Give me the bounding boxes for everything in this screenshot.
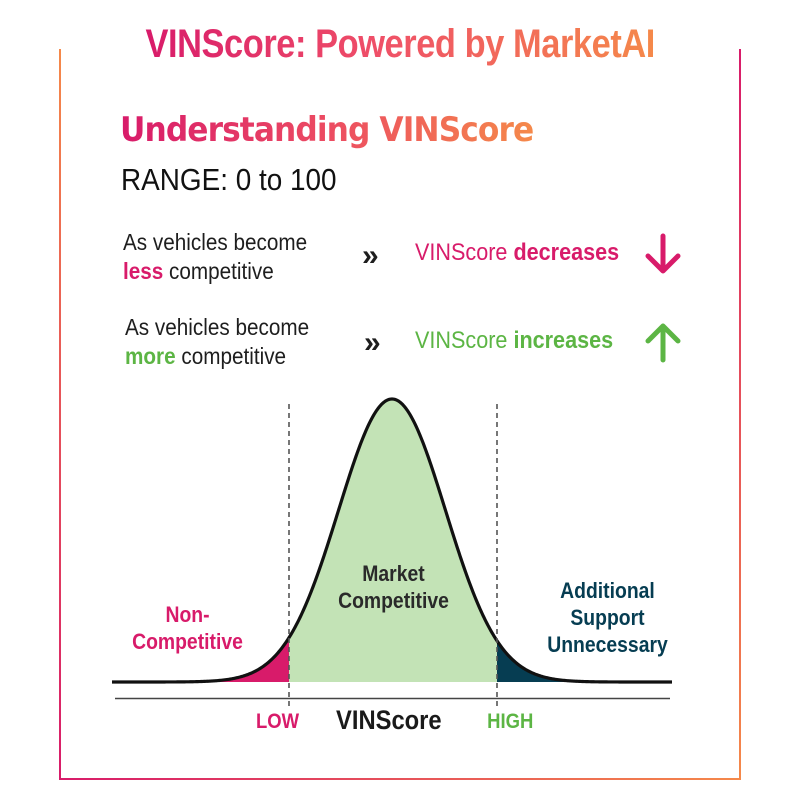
range-text: RANGE: 0 to 100 xyxy=(121,162,337,197)
rule-line1: As vehicles become xyxy=(125,314,310,340)
region-label-additional-support: Additional Support Unnecessary xyxy=(531,577,685,658)
bell-curve-line xyxy=(111,397,673,684)
result-prefix: VINScore xyxy=(415,327,514,354)
double-chevron-icon: » xyxy=(362,239,379,272)
section-heading: Understanding VINScore xyxy=(120,110,534,150)
region-additional-support-unnecessary xyxy=(497,640,610,682)
label-line: Competitive xyxy=(132,629,243,654)
rule-line2-rest: competitive xyxy=(163,258,274,284)
label-line: Non- xyxy=(165,602,210,627)
rule-line2-rest: competitive xyxy=(175,343,287,369)
rule-keyword-less: less xyxy=(123,258,164,284)
result-keyword: increases xyxy=(513,327,614,354)
label-line: Unnecessary xyxy=(547,632,668,657)
rule-line1: As vehicles become xyxy=(123,229,308,255)
rule-line2: more competitive xyxy=(125,342,309,371)
rule-less-description: As vehicles become less competitive xyxy=(123,228,307,286)
label-line: Market xyxy=(362,561,425,586)
rule-keyword-more: more xyxy=(125,343,176,369)
rule-line2: less competitive xyxy=(123,257,307,286)
region-non-competitive xyxy=(180,637,289,682)
double-chevron-icon: » xyxy=(364,326,381,359)
axis-low-label: LOW xyxy=(255,710,300,733)
rule-result-decreases: VINScore decreases xyxy=(415,238,619,268)
result-prefix: VINScore xyxy=(415,239,514,266)
rule-more-description: As vehicles become more competitive xyxy=(125,313,309,371)
label-line: Additional xyxy=(560,578,655,603)
label-line: Support xyxy=(570,605,645,630)
region-label-market-competitive: Market Competitive xyxy=(317,560,471,614)
axis-high-label: HIGH xyxy=(487,710,534,733)
page-title: VINScore: Powered by MarketAI xyxy=(0,18,800,70)
label-line: Competitive xyxy=(338,588,449,613)
result-keyword: decreases xyxy=(513,239,620,266)
region-market-competitive xyxy=(289,399,497,682)
rule-result-increases: VINScore increases xyxy=(415,326,613,356)
region-label-non-competitive: Non- Competitive xyxy=(111,601,265,655)
axis-title: VINScore xyxy=(336,705,442,735)
